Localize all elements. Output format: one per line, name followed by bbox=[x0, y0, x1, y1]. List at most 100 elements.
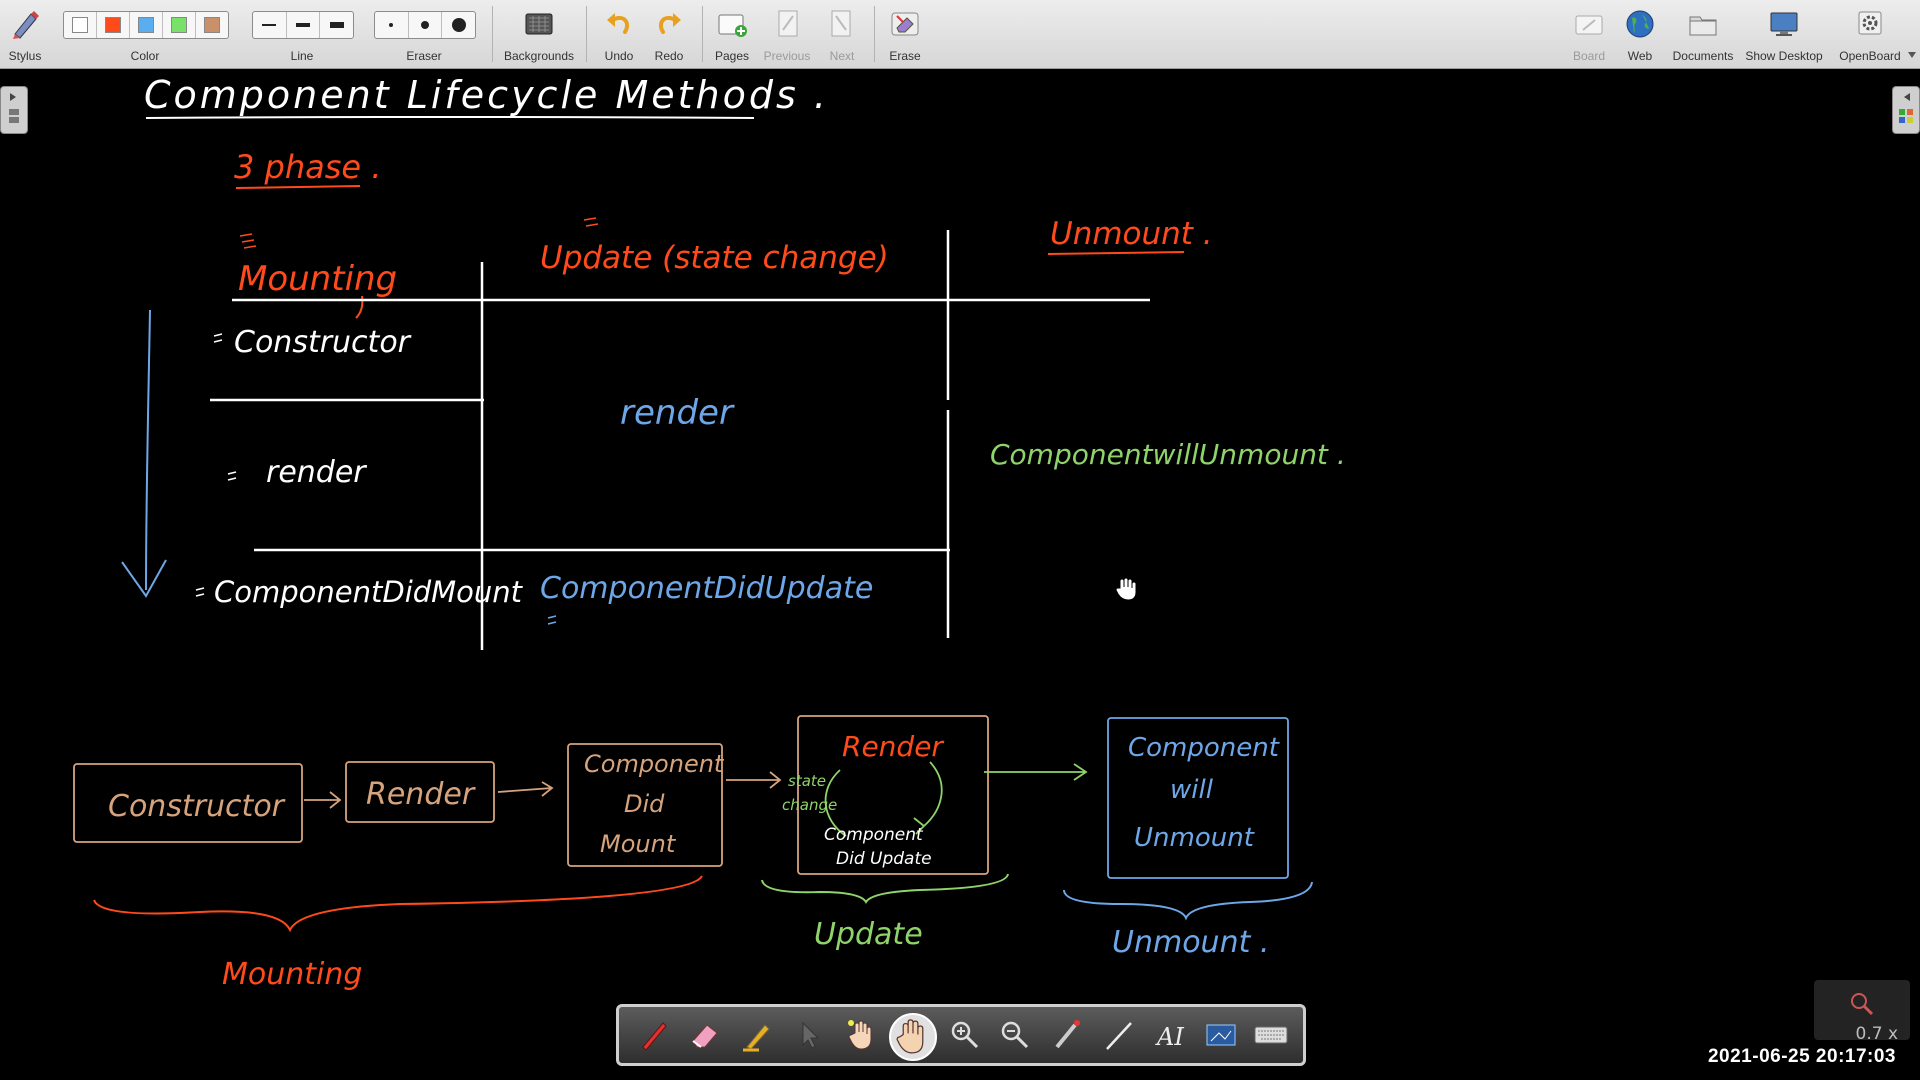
flow-willunmount-2: will bbox=[1170, 775, 1214, 805]
web-mode-button[interactable]: Web bbox=[1614, 0, 1666, 68]
color-swatch bbox=[72, 17, 88, 33]
flow-render: Render bbox=[366, 777, 476, 812]
pen-icon[interactable] bbox=[635, 1017, 671, 1053]
undo-button[interactable]: Undo bbox=[594, 0, 644, 68]
header-unmount: Unmount . bbox=[1050, 216, 1213, 252]
chevron-down-icon[interactable] bbox=[1908, 52, 1916, 58]
svg-text:AI: AI bbox=[1155, 1023, 1184, 1051]
interact-hand-icon[interactable] bbox=[843, 1017, 879, 1053]
line-medium-button[interactable] bbox=[287, 12, 321, 38]
laser-pointer-icon[interactable] bbox=[1049, 1017, 1085, 1053]
eraser-icon[interactable] bbox=[687, 1017, 723, 1053]
desktop-icon bbox=[1770, 12, 1798, 36]
flow-constructor: Constructor bbox=[108, 789, 286, 824]
pages-button[interactable]: Pages bbox=[706, 0, 758, 68]
phase-note: 3 phase . bbox=[234, 148, 381, 186]
erase-button[interactable]: Erase bbox=[878, 0, 932, 68]
brace-mounting bbox=[93, 875, 703, 933]
erase-board-icon bbox=[891, 12, 919, 36]
zoom-in-icon[interactable] bbox=[947, 1017, 983, 1053]
highlighter-icon[interactable] bbox=[739, 1017, 775, 1053]
hand-cursor-icon bbox=[1115, 577, 1137, 601]
line-thin-icon bbox=[262, 24, 277, 26]
color-red-button[interactable] bbox=[97, 12, 130, 38]
whiteboard-canvas[interactable]: Component Lifecycle Methods . 3 phase . … bbox=[0, 69, 1920, 1080]
show-desktop-button[interactable]: Show Desktop bbox=[1740, 0, 1828, 68]
eraser-small-button[interactable] bbox=[375, 12, 409, 38]
eraser-size-picker: Eraser bbox=[374, 0, 476, 68]
color-blue-button[interactable] bbox=[130, 12, 163, 38]
hand-tool-button-active[interactable] bbox=[889, 1013, 937, 1061]
color-green-button[interactable] bbox=[163, 12, 196, 38]
color-white-button[interactable] bbox=[64, 12, 97, 38]
undo-icon bbox=[607, 13, 630, 34]
cell-constructor: Constructor bbox=[234, 325, 412, 360]
cell-did-mount: ComponentDidMount bbox=[214, 575, 524, 609]
cell-did-update: ComponentDidUpdate bbox=[540, 571, 873, 606]
previous-page-button[interactable]: Previous bbox=[758, 0, 816, 68]
selector-arrow-icon[interactable] bbox=[791, 1017, 827, 1053]
next-page-button[interactable]: Next bbox=[816, 0, 868, 68]
flow-willunmount-3: Unmount bbox=[1134, 823, 1255, 853]
color-swatch bbox=[105, 17, 121, 33]
line-thin-button[interactable] bbox=[253, 12, 287, 38]
keyboard-icon[interactable] bbox=[1253, 1017, 1289, 1053]
eraser-medium-icon bbox=[421, 21, 429, 29]
state-change-loop bbox=[824, 761, 943, 837]
color-swatch bbox=[171, 17, 187, 33]
cell-will-unmount: ComponentwillUnmount . bbox=[990, 438, 1346, 471]
lifecycle-table-grid bbox=[210, 230, 1150, 650]
left-palette-toggle[interactable] bbox=[0, 86, 28, 134]
board-mode-button[interactable]: Board bbox=[1564, 0, 1614, 68]
stylus-button[interactable]: Stylus bbox=[0, 0, 50, 68]
previous-page-icon bbox=[778, 10, 798, 37]
cell-render-update: render bbox=[620, 393, 735, 433]
toolbar-divider bbox=[874, 6, 875, 62]
line-width-group bbox=[252, 11, 354, 39]
color-swatch bbox=[204, 17, 220, 33]
cell-render-mount: render bbox=[266, 455, 367, 490]
brace-unmount bbox=[1063, 881, 1313, 921]
flow-boxes bbox=[73, 715, 989, 875]
magnifier-icon bbox=[1851, 993, 1874, 1016]
flow-state-change-1: state bbox=[788, 772, 826, 790]
redo-button[interactable]: Redo bbox=[644, 0, 694, 68]
flow-didmount-line3: Mount bbox=[600, 830, 677, 858]
mounting-hook bbox=[355, 295, 364, 319]
capture-tool-icon[interactable] bbox=[1203, 1017, 1239, 1053]
text-tool-icon[interactable]: AI bbox=[1153, 1017, 1189, 1053]
documents-mode-button[interactable]: Documents bbox=[1668, 0, 1738, 68]
flow-arrow-unmount bbox=[984, 763, 1088, 781]
globe-icon bbox=[1626, 10, 1654, 38]
flow-willunmount-1: Component bbox=[1128, 733, 1280, 763]
eraser-size-group bbox=[374, 11, 476, 39]
brace-label-update: Update bbox=[814, 917, 923, 952]
line-tool-icon[interactable] bbox=[1101, 1017, 1137, 1053]
stylus-icon bbox=[13, 11, 39, 39]
color-brown-button[interactable] bbox=[196, 12, 228, 38]
redo-icon bbox=[658, 13, 681, 34]
chevron-left-icon bbox=[1899, 93, 1913, 123]
line-medium-icon bbox=[296, 23, 310, 27]
backgrounds-button[interactable]: Backgrounds bbox=[496, 0, 582, 68]
toolbar-divider bbox=[702, 6, 703, 62]
openboard-menu-button[interactable]: OpenBoard bbox=[1830, 0, 1910, 68]
right-palette-toggle[interactable] bbox=[1892, 86, 1920, 134]
eraser-large-icon bbox=[451, 18, 466, 32]
flow-didmount-line2: Did bbox=[624, 790, 665, 818]
line-thick-icon bbox=[329, 22, 344, 28]
unmount-underline bbox=[1047, 251, 1185, 255]
flow-down-arrow bbox=[121, 309, 167, 598]
recording-timestamp: 2021-06-25 20:17:03 bbox=[1707, 1046, 1896, 1067]
eraser-medium-button[interactable] bbox=[409, 12, 443, 38]
color-picker: Color bbox=[60, 0, 230, 68]
brace-update bbox=[761, 873, 1009, 904]
color-swatch bbox=[138, 17, 154, 33]
toolbar-divider bbox=[492, 6, 493, 62]
eraser-large-button[interactable] bbox=[442, 12, 475, 38]
flow-box-unmount bbox=[1107, 717, 1289, 879]
line-thick-button[interactable] bbox=[320, 12, 353, 38]
row-markers bbox=[547, 615, 557, 625]
zoom-out-icon[interactable] bbox=[997, 1017, 1033, 1053]
flow-didupdate-1: Component bbox=[824, 825, 924, 845]
